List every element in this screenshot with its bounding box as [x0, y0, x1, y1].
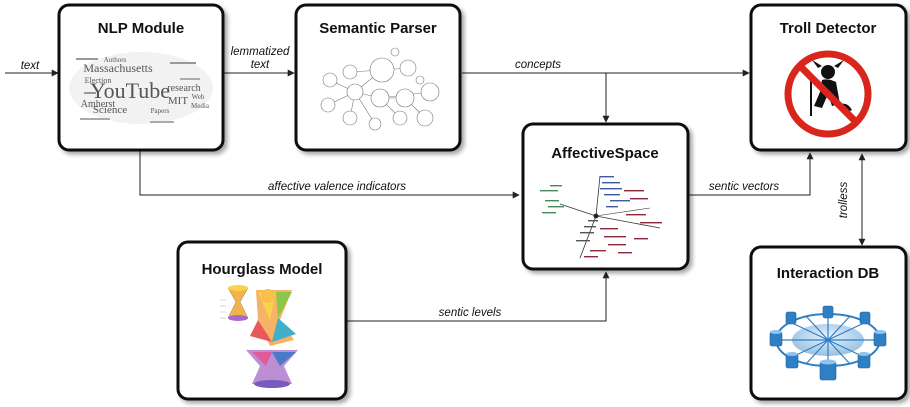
affectivespace-title: AffectiveSpace — [551, 145, 659, 162]
edge-sentic-vectors — [688, 152, 814, 196]
svg-text:Web: Web — [192, 93, 205, 101]
database-network-icon — [769, 305, 887, 381]
label-affective-valence: affective valence indicators — [268, 181, 406, 193]
svg-text:MIT: MIT — [168, 95, 188, 107]
connectors — [5, 69, 866, 322]
troll-prohibited-icon — [784, 50, 872, 138]
troll-detector-box: Troll Detector — [749, 3, 908, 152]
svg-text:Amherst: Amherst — [81, 99, 116, 110]
edge-affective-valence — [139, 151, 520, 199]
word-cloud-icon: Massachusetts YouTube Science research A… — [69, 52, 213, 124]
hourglass-icon — [220, 285, 298, 388]
interaction-db-box: Interaction DB — [749, 245, 908, 401]
edge-sentic-levels — [347, 271, 610, 322]
interaction-db-title: Interaction DB — [777, 265, 880, 282]
concept-graph-icon — [320, 47, 440, 131]
svg-text:Papers: Papers — [151, 107, 170, 115]
vector-space-icon — [540, 175, 662, 259]
nlp-module-box: NLP Module Massachusetts YouTube Science… — [57, 3, 225, 152]
svg-text:Massachusetts: Massachusetts — [83, 61, 153, 75]
nlp-module-title: NLP Module — [98, 20, 184, 37]
svg-text:Science: Science — [93, 104, 127, 116]
label-sentic-levels: sentic levels — [439, 307, 502, 319]
hourglass-model-title: Hourglass Model — [202, 261, 323, 278]
svg-text:Authors: Authors — [104, 56, 127, 64]
svg-text:Election: Election — [85, 76, 112, 85]
semantic-parser-title: Semantic Parser — [319, 20, 437, 37]
svg-text:research: research — [167, 83, 200, 94]
semantic-parser-box: Semantic Parser — [294, 3, 462, 152]
label-lemmatized-1: lemmatized — [231, 46, 290, 58]
edge-labels: text lemmatized text concepts affective … — [21, 46, 850, 319]
hourglass-model-box: Hourglass Model — [176, 240, 348, 401]
svg-text:Media: Media — [191, 102, 210, 110]
label-text: text — [21, 60, 40, 72]
label-trolless: trolless — [838, 182, 850, 219]
label-concepts: concepts — [515, 59, 561, 71]
label-lemmatized-2: text — [251, 59, 270, 71]
affectivespace-box: AffectiveSpace — [521, 122, 690, 271]
label-sentic-vectors: sentic vectors — [709, 181, 780, 193]
troll-detector-title: Troll Detector — [780, 20, 877, 37]
svg-text:YouTube: YouTube — [90, 78, 170, 103]
